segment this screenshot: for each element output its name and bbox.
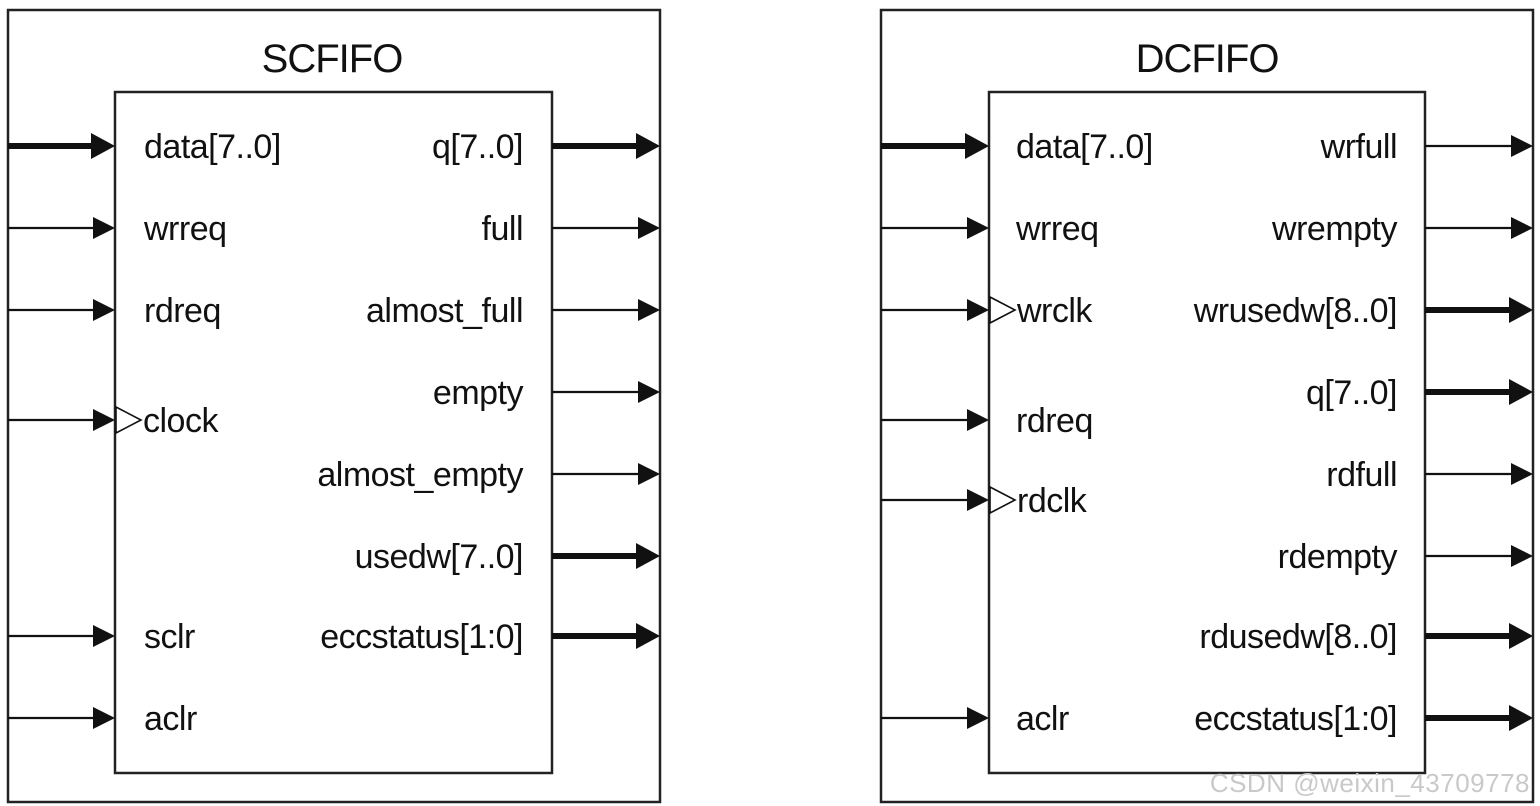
dcfifo-output-rdfull-label: rdfull <box>1326 456 1397 494</box>
dcfifo-output-q-7-0-arrow <box>1425 379 1533 405</box>
scfifo-input-clock-arrow <box>8 409 115 431</box>
dcfifo-input-wrclk-label: wrclk <box>1016 292 1093 330</box>
dcfifo-component-box <box>987 90 1427 775</box>
dcfifo-input-rdclk-arrow <box>881 489 989 511</box>
scfifo-output-empty-label: empty <box>433 374 524 412</box>
dcfifo-outer-frame <box>879 8 1535 804</box>
scfifo-input-rdreq-arrow <box>8 299 115 321</box>
dcfifo-output-eccstatus-1-0-label: eccstatus[1:0] <box>1194 700 1397 738</box>
scfifo-input-rdreq-label: rdreq <box>144 292 221 330</box>
scfifo-input-sclr-arrow <box>8 625 115 647</box>
scfifo-input-aclr-label: aclr <box>144 700 197 738</box>
scfifo-output-almost-full-arrow <box>552 299 660 321</box>
scfifo-output-almost-empty-label: almost_empty <box>317 456 523 494</box>
scfifo-output-almost-full-label: almost_full <box>366 292 523 330</box>
scfifo-output-q-7-0-label: q[7..0] <box>432 128 523 166</box>
scfifo-input-data-7-0-arrow <box>8 133 115 159</box>
scfifo-component-box <box>113 90 554 775</box>
scfifo-output-empty-arrow <box>552 381 660 403</box>
dcfifo-title: DCFIFO <box>1136 37 1279 81</box>
dcfifo-block: DCFIFO data[7..0] wrreq wrclk rdreq rdclk acl… <box>879 8 1535 804</box>
dcfifo-input-data-7-0-arrow <box>881 133 989 159</box>
dcfifo-output-ports: wrfull wrempty wrusedw[8..0] q[7..0] rdfull r… <box>1193 128 1533 738</box>
scfifo-output-q-7-0-arrow <box>552 133 660 159</box>
scfifo-output-full-label: full <box>482 210 523 248</box>
dcfifo-output-rdusedw-8-0-label: rdusedw[8..0] <box>1199 618 1397 656</box>
scfifo-output-eccstatus-1-0-arrow <box>552 623 660 649</box>
dcfifo-output-rdempty-label: rdempty <box>1278 538 1398 576</box>
dcfifo-output-wrusedw-8-0-arrow <box>1425 297 1533 323</box>
scfifo-input-wrreq-label: wrreq <box>143 210 227 248</box>
dcfifo-output-eccstatus-1-0-arrow <box>1425 705 1533 731</box>
scfifo-input-ports: data[7..0] wrreq rdreq clock sclr aclr <box>8 128 281 738</box>
dcfifo-input-rdreq-label: rdreq <box>1016 402 1093 440</box>
dcfifo-output-q-7-0-label: q[7..0] <box>1306 374 1397 412</box>
scfifo-input-data-7-0-label: data[7..0] <box>144 128 281 166</box>
dcfifo-input-rdclk-clock-triangle <box>989 485 1017 515</box>
dcfifo-output-wrempty-label: wrempty <box>1271 210 1397 248</box>
scfifo-block: SCFIFO data[7..0] wrreq rdreq clock sclr aclr… <box>6 8 662 804</box>
scfifo-input-clock-clock-triangle <box>115 405 143 435</box>
scfifo-output-usedw-7-0-arrow <box>552 543 660 569</box>
dcfifo-input-rdclk-label: rdclk <box>1017 482 1088 520</box>
dcfifo-input-wrclk-clock-triangle <box>989 295 1017 325</box>
dcfifo-input-aclr-arrow <box>881 707 989 729</box>
scfifo-output-full-arrow <box>552 217 660 239</box>
dcfifo-input-wrreq-arrow <box>881 217 989 239</box>
scfifo-title: SCFIFO <box>262 37 403 81</box>
scfifo-output-eccstatus-1-0-label: eccstatus[1:0] <box>320 618 523 656</box>
scfifo-output-almost-empty-arrow <box>552 463 660 485</box>
scfifo-input-wrreq-arrow <box>8 217 115 239</box>
dcfifo-output-rdempty-arrow <box>1425 545 1533 567</box>
scfifo-output-usedw-7-0-label: usedw[7..0] <box>355 538 523 576</box>
scfifo-input-aclr-arrow <box>8 707 115 729</box>
dcfifo-input-wrreq-label: wrreq <box>1015 210 1099 248</box>
dcfifo-output-wrfull-label: wrfull <box>1320 128 1397 166</box>
dcfifo-output-rdusedw-8-0-arrow <box>1425 623 1533 649</box>
dcfifo-input-ports: data[7..0] wrreq wrclk rdreq rdclk aclr <box>881 128 1153 738</box>
scfifo-input-clock-label: clock <box>143 402 219 440</box>
scfifo-input-sclr-label: sclr <box>144 618 195 656</box>
dcfifo-output-wrempty-arrow <box>1425 217 1533 239</box>
watermark: CSDN @weixin_43709778 <box>1210 768 1530 798</box>
dcfifo-input-rdreq-arrow <box>881 409 989 431</box>
dcfifo-input-aclr-label: aclr <box>1016 700 1069 738</box>
dcfifo-input-data-7-0-label: data[7..0] <box>1016 128 1153 166</box>
dcfifo-output-wrfull-arrow <box>1425 135 1533 157</box>
dcfifo-output-rdfull-arrow <box>1425 463 1533 485</box>
dcfifo-output-wrusedw-8-0-label: wrusedw[8..0] <box>1193 292 1397 330</box>
dcfifo-input-wrclk-arrow <box>881 299 989 321</box>
scfifo-outer-frame <box>6 8 662 804</box>
